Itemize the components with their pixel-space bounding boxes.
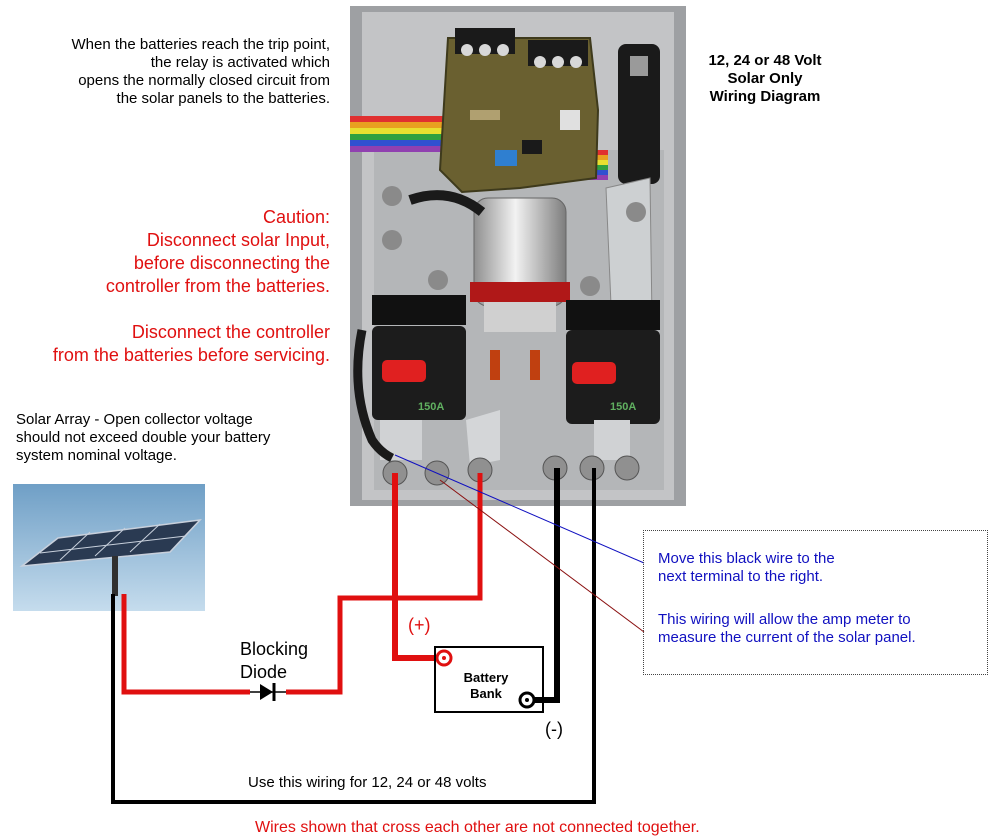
callout-line-blue (394, 454, 645, 564)
positive-label: (+) (408, 615, 431, 635)
callout-note-box (643, 530, 988, 675)
battery-bank-label: Battery Bank (463, 670, 509, 701)
callout-line-red (439, 479, 645, 633)
blocking-diode-symbol (250, 683, 286, 701)
relay-explanation: When the batteries reach the trip point,… (71, 36, 330, 107)
circuit-board (438, 28, 600, 194)
diagram-title: 12, 24 or 48 Volt Solar Only Wiring Diag… (708, 52, 822, 105)
caution-warning: Caution: Disconnect solar Input, before … (105, 207, 330, 297)
service-warning: Disconnect the controller from the batte… (52, 322, 330, 366)
wire-negative-battery (527, 468, 560, 703)
wire-negative-solar (111, 468, 596, 804)
callout-note-amp: This wiring will allow the amp meter to … (658, 611, 916, 646)
breaker-left-rating: 150A (418, 401, 444, 413)
relay (408, 190, 600, 380)
wire-positive-solar (121, 473, 483, 695)
breaker-right-rating: 150A (610, 401, 636, 413)
wire-positive-battery (392, 473, 444, 661)
negative-label: (-) (545, 719, 563, 739)
wiring-usage-label: Use this wiring for 12, 24 or 48 volts (248, 774, 487, 791)
callout-note-move: Move this black wire to the next termina… (658, 550, 835, 585)
controller-enclosure: 150A 150A (350, 6, 686, 506)
solar-array-note: Solar Array - Open collector voltage sho… (16, 411, 271, 464)
footer-note: Wires shown that cross each other are no… (255, 819, 700, 836)
battery-bank-box (434, 646, 544, 713)
circuit-breaker-left: 150A (372, 295, 466, 420)
ribbon-cable-left (350, 116, 445, 152)
solar-panel (13, 484, 205, 611)
circuit-breaker-right: 150A (566, 300, 660, 424)
blocking-diode-label: Blocking Diode (240, 639, 309, 682)
